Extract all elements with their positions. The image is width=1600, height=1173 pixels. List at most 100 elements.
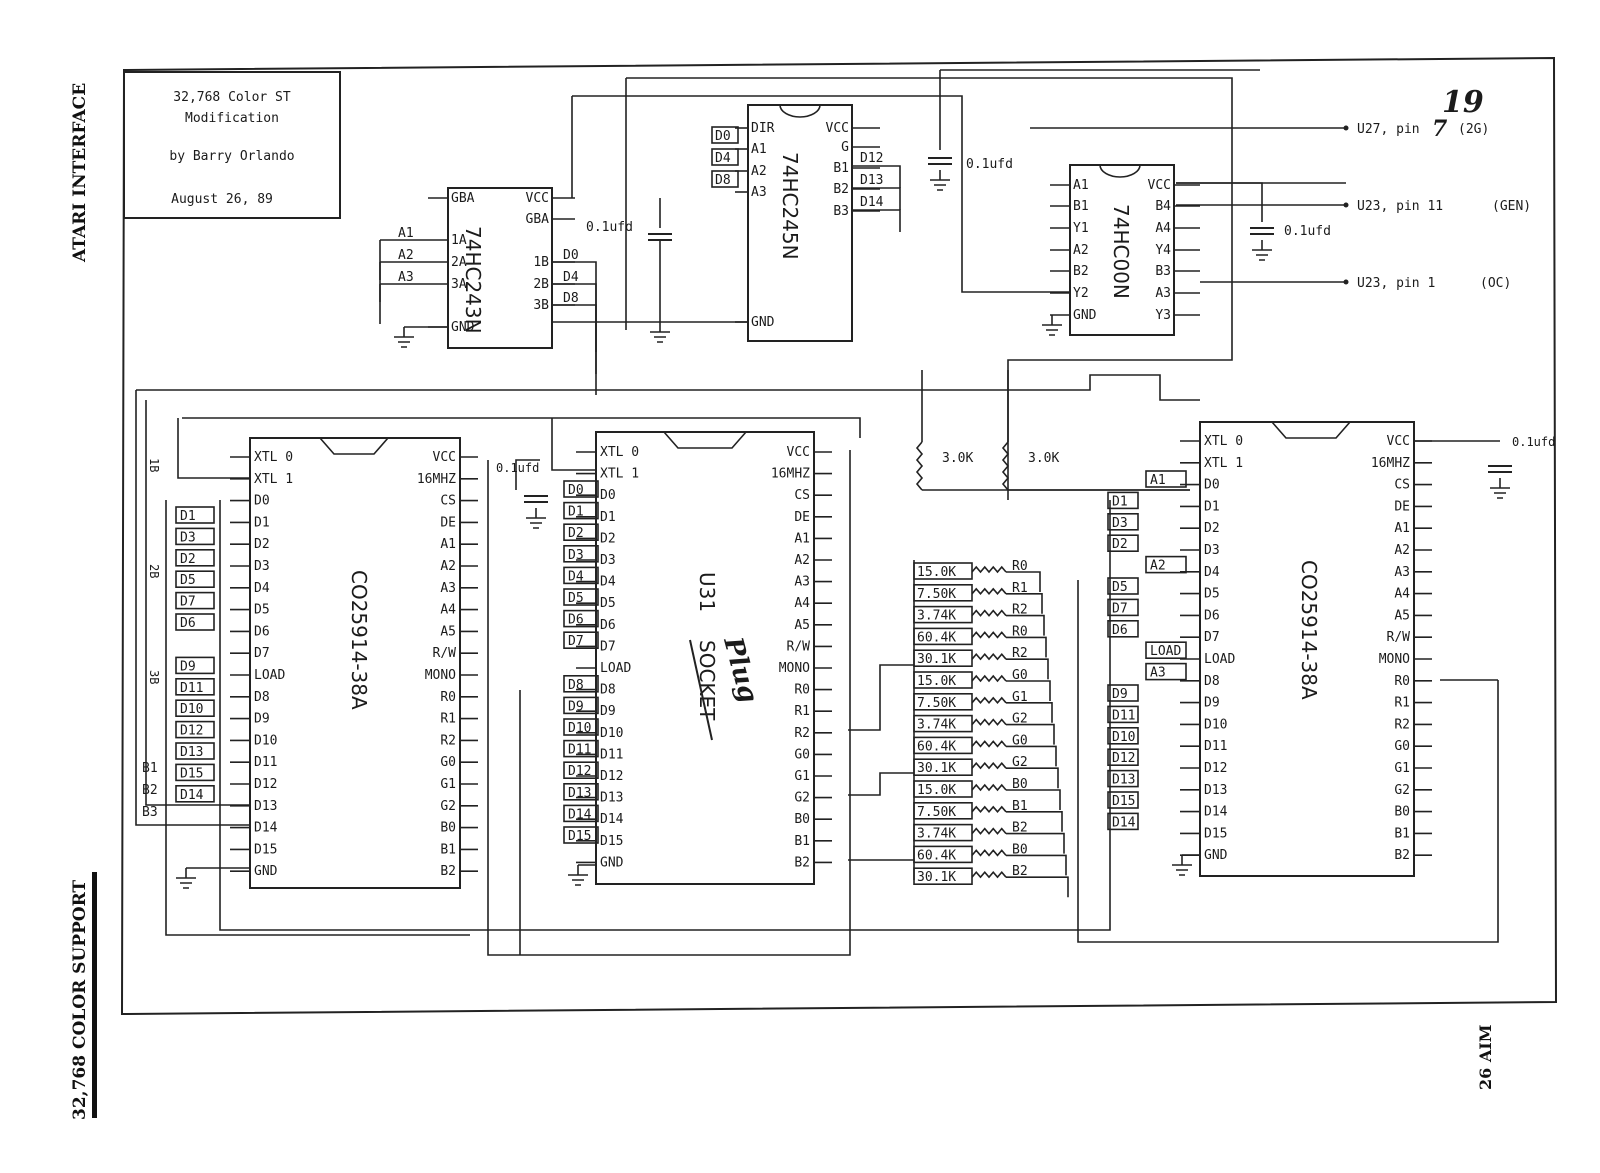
ground-symbol (568, 865, 588, 886)
left-pin: D13 (254, 799, 277, 814)
u31-pin: D5 (600, 596, 616, 611)
right-pin: MONO (1379, 652, 1410, 667)
pin-label: Y1 (1073, 221, 1089, 236)
left-net-label: D14 (180, 788, 204, 803)
u31-pin: D12 (600, 769, 623, 784)
ground-symbol (526, 508, 546, 529)
u31-net-label: D8 (568, 678, 584, 693)
right-pin: D2 (1204, 521, 1220, 536)
left-pin: R0 (440, 690, 456, 705)
bus-tag (175, 677, 215, 696)
u31-pin: MONO (779, 661, 810, 676)
right-pin: A1 (1394, 521, 1410, 536)
resistor-value: 15.0K (917, 674, 956, 689)
right-pin: R1 (1394, 696, 1410, 711)
u31-pin: LOAD (600, 661, 631, 676)
bus-tag (1107, 705, 1139, 724)
capacitor-label: 0.1ufd (1512, 435, 1555, 449)
capacitor (524, 495, 548, 503)
u31-pin: A1 (794, 531, 810, 546)
bus-label: B1 (142, 761, 158, 776)
margin-rule (92, 872, 97, 1118)
right-net-label: D9 (1112, 687, 1128, 702)
dac-net-label: B1 (1012, 799, 1028, 814)
chip-co25914-right: CO25914-38A (1199, 421, 1415, 877)
net-label: A2 (398, 248, 414, 263)
dac-resistor (971, 783, 1007, 792)
right-net-label: D3 (1112, 516, 1128, 531)
bus-label: 1B (147, 458, 161, 472)
bus-label: 3B (147, 670, 161, 684)
u31-net-label: D0 (568, 483, 584, 498)
bus-tag (1107, 577, 1139, 595)
chip-u31: U31 Plug SOCKET (595, 431, 815, 885)
bus-tag (175, 720, 215, 739)
resistor-value: 7.50K (917, 696, 956, 711)
u31-pin: D1 (600, 510, 616, 525)
left-net-label: D7 (180, 595, 196, 610)
u31-net-label: D7 (568, 634, 584, 649)
left-pin: GND (254, 864, 278, 879)
chip-74hc245n: 74HC245N (747, 104, 853, 342)
chip-co25914-left: CO25914-38A (249, 437, 461, 889)
capacitor-label: 0.1ufd (966, 157, 1013, 172)
left-pin: D15 (254, 842, 277, 857)
right-net-label: D6 (1112, 623, 1128, 638)
left-pin: R1 (440, 712, 456, 727)
left-pin: G1 (440, 777, 456, 792)
right-pin: XTL 0 (1204, 434, 1243, 449)
title-block: 32,768 Color ST Modification by Barry Or… (123, 71, 341, 219)
left-pin: D14 (254, 821, 278, 836)
left-pin: XTL 1 (254, 472, 293, 487)
capacitor (1250, 227, 1274, 235)
u31-pin: VCC (787, 445, 810, 460)
left-net-label: D10 (180, 702, 203, 717)
u31-pin: DE (794, 510, 810, 525)
bus-tag (175, 613, 215, 631)
left-pin: D11 (254, 755, 277, 770)
bus-tag (563, 480, 599, 498)
pin-label: B3 (1155, 264, 1171, 279)
bus-tag (175, 548, 215, 567)
right-pin: A3 (1394, 565, 1410, 580)
resistor-value: 15.0K (917, 783, 956, 798)
right-net-label: D10 (1112, 730, 1135, 745)
ground-symbol (394, 327, 414, 348)
u31-pin: B2 (794, 855, 810, 870)
left-net-label: D2 (180, 552, 196, 567)
pin-label: B3 (833, 204, 849, 219)
bus-tag (563, 804, 599, 823)
right-pin: 16MHZ (1371, 456, 1410, 471)
dac-net-label: G0 (1012, 733, 1028, 748)
right-pin: G1 (1394, 761, 1410, 776)
left-pin: MONO (425, 668, 456, 683)
u31-pin: R/W (787, 639, 811, 654)
ground-symbol (1172, 855, 1192, 876)
left-net-label: D5 (180, 573, 196, 588)
pin-label: Y3 (1155, 308, 1171, 323)
ground-symbol (1042, 315, 1062, 336)
pin-label: GND (751, 315, 775, 330)
ground-symbol (930, 170, 950, 191)
right-pin: B0 (1394, 805, 1410, 820)
u31-pin: D11 (600, 747, 623, 762)
right-pin: R/W (1387, 630, 1411, 645)
right-net-label: D11 (1112, 708, 1135, 723)
bus-tag (1107, 534, 1139, 553)
pin-label: GND (451, 320, 475, 335)
bus-tag (1145, 662, 1187, 681)
u31-net-label: D2 (568, 526, 584, 541)
left-pin: A1 (440, 537, 456, 552)
dac-resistor (971, 674, 1007, 683)
right-pin: D15 (1204, 826, 1227, 841)
right-pin: D14 (1204, 805, 1228, 820)
left-pin: 16MHZ (417, 472, 456, 487)
pin-label: G (841, 140, 849, 155)
pin-label: 3A (451, 277, 467, 292)
pin-label: 2B (533, 277, 549, 292)
u31-pin: D3 (600, 553, 616, 568)
left-pin: D10 (254, 733, 277, 748)
u31-pin: A4 (794, 596, 810, 611)
bus-tag (175, 506, 215, 524)
u31-net-label: D10 (568, 721, 591, 736)
